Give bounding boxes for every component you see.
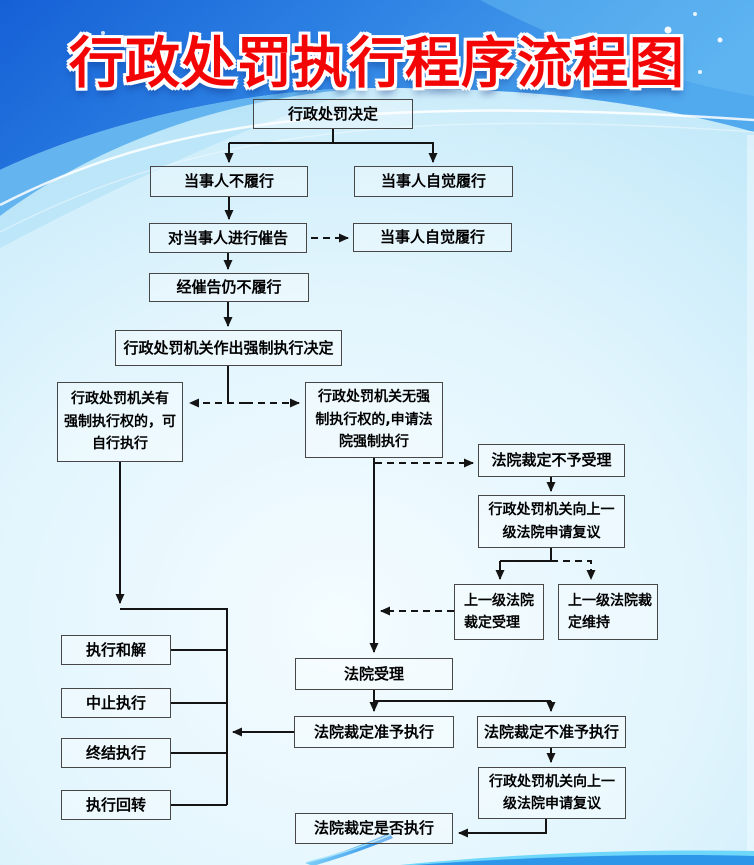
node-party-noncompliance: 当事人不履行 — [150, 166, 308, 197]
node-higher-court-uphold: 上一级法院裁 定维持 — [558, 584, 658, 640]
node-urge-party: 对当事人进行催告 — [149, 223, 307, 253]
node-label: 终结执行 — [85, 743, 146, 762]
node-label: 上一级法院 裁定受理 — [464, 592, 534, 631]
node-label: 上一级法院裁 定维持 — [568, 592, 652, 631]
node-label: 法院裁定不准予执行 — [483, 722, 619, 741]
node-label: 行政处罚机关作出强制执行决定 — [123, 338, 334, 357]
node-settlement: 执行和解 — [61, 635, 171, 665]
node-label: 法院受理 — [343, 664, 404, 683]
node-agency-has-power: 行政处罚机关有 强制执行权的，可 自行执行 — [57, 382, 183, 462]
node-label: 法院裁定不予受理 — [491, 451, 612, 470]
node-label: 行政处罚决定 — [287, 104, 378, 123]
node-review-higher-court-2: 行政处罚机关向上一 级法院申请复议 — [478, 767, 626, 819]
node-review-higher-court-1: 行政处罚机关向上一 级法院申请复议 — [478, 495, 625, 548]
page-title: 行政处罚执行程序流程图 — [68, 31, 685, 95]
node-party-voluntary-1: 当事人自觉履行 — [354, 166, 513, 197]
node-compulsory-decision: 行政处罚机关作出强制执行决定 — [115, 330, 342, 366]
node-agency-no-power: 行政处罚机关无强 制执行权的,申请法 院强制执行 — [305, 382, 443, 458]
node-party-voluntary-2: 当事人自觉履行 — [353, 223, 512, 252]
node-label: 行政处罚机关无强 制执行权的,申请法 院强制执行 — [315, 389, 433, 451]
node-label: 执行和解 — [85, 640, 146, 659]
node-terminate-execution: 终结执行 — [61, 738, 171, 768]
node-label: 行政处罚机关向上一 级法院申请复议 — [488, 502, 615, 541]
node-label: 对当事人进行催告 — [167, 228, 288, 247]
node-label: 经催告仍不履行 — [176, 278, 282, 297]
node-label: 法院裁定是否执行 — [313, 819, 434, 838]
node-rule-whether-execute: 法院裁定是否执行 — [295, 813, 453, 844]
node-court-accept: 法院受理 — [295, 658, 453, 690]
node-label: 执行回转 — [85, 795, 146, 814]
node-court-reject: 法院裁定不予受理 — [478, 444, 625, 477]
node-still-noncompliant: 经催告仍不履行 — [149, 273, 309, 302]
node-label: 当事人自觉履行 — [380, 172, 486, 191]
node-suspend-execution: 中止执行 — [61, 688, 171, 718]
node-higher-court-accept: 上一级法院 裁定受理 — [454, 584, 544, 640]
bottom-band-swoosh — [400, 850, 754, 865]
node-penalty-decision: 行政处罚决定 — [253, 99, 413, 129]
node-execution-reversal: 执行回转 — [61, 790, 171, 820]
node-label: 法院裁定准予执行 — [313, 722, 434, 741]
right-edge-strip — [747, 135, 754, 865]
node-label: 行政处罚机关有 强制执行权的，可 自行执行 — [64, 391, 176, 453]
node-permit-execution: 法院裁定准予执行 — [294, 716, 454, 748]
node-label: 中止执行 — [85, 693, 146, 712]
node-label: 当事人自觉履行 — [379, 228, 485, 247]
node-label: 当事人不履行 — [183, 172, 274, 191]
node-label: 行政处罚机关向上一 级法院申请复议 — [489, 773, 615, 812]
node-deny-execution: 法院裁定不准予执行 — [477, 716, 626, 748]
